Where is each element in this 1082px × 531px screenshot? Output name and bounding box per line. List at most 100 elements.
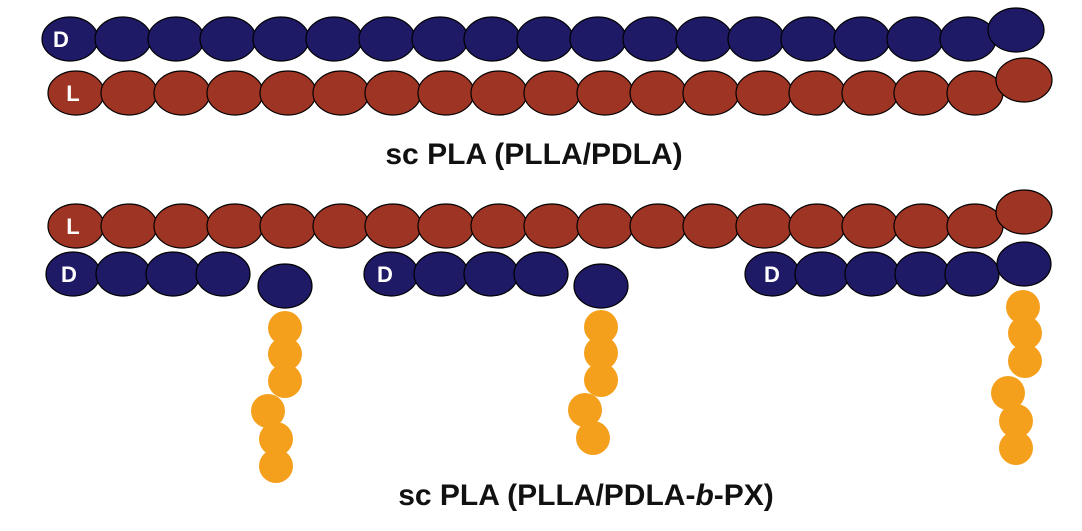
d-unit [145, 251, 201, 297]
l-unit [364, 70, 422, 116]
l-unit [841, 70, 899, 116]
d-unit [513, 251, 569, 297]
l-unit [629, 70, 687, 116]
d-unit-junction [996, 241, 1052, 287]
px-blocks [251, 290, 1042, 483]
d-unit [463, 16, 521, 62]
l-unit [312, 70, 370, 116]
px-unit [1006, 290, 1040, 324]
d-unit [569, 16, 627, 62]
l-unit [576, 203, 634, 249]
l-unit [417, 203, 475, 249]
d-unit [252, 16, 310, 62]
d-unit-junction [257, 263, 313, 309]
d-unit [622, 16, 680, 62]
px-unit [1008, 344, 1042, 378]
d-unit [844, 251, 900, 297]
l-end-label: L [66, 81, 79, 106]
d-unit [944, 251, 1000, 297]
l-unit [946, 70, 1004, 116]
l-unit [206, 70, 264, 116]
px-unit [259, 422, 293, 456]
l-unit [206, 203, 264, 249]
l-unit [153, 203, 211, 249]
d-end-label: D [764, 262, 780, 287]
d-unit [199, 16, 257, 62]
d-unit [147, 16, 205, 62]
l-unit [100, 203, 158, 249]
l-unit-end [995, 189, 1053, 235]
top-caption: sc PLA (PLLA/PDLA) [385, 138, 682, 171]
l-unit [470, 203, 528, 249]
l-unit [629, 203, 687, 249]
d-unit [833, 16, 891, 62]
px-unit [991, 376, 1025, 410]
l-unit [841, 203, 899, 249]
l-unit [259, 70, 317, 116]
px-unit [999, 431, 1033, 465]
d-end-label: D [53, 27, 69, 52]
px-unit [268, 337, 302, 371]
l-unit [893, 203, 951, 249]
d-end-label: D [377, 262, 393, 287]
l-unit [946, 203, 1004, 249]
l-unit [259, 203, 317, 249]
bottom-plla-chain: L [47, 189, 1053, 249]
l-unit [100, 70, 158, 116]
l-unit [735, 70, 793, 116]
d-unit [780, 16, 838, 62]
d-unit [305, 16, 363, 62]
l-unit [682, 203, 740, 249]
l-unit [312, 203, 370, 249]
d-unit [413, 251, 469, 297]
l-unit-end [995, 57, 1053, 103]
px-unit [259, 449, 293, 483]
d-unit [894, 251, 950, 297]
bottom-caption-prefix: sc PLA (PLLA/PDLA- [398, 479, 695, 512]
px-unit [1008, 316, 1042, 350]
l-unit [523, 203, 581, 249]
d-end-label: D [61, 262, 77, 287]
l-unit [735, 203, 793, 249]
l-unit [364, 203, 422, 249]
l-unit [788, 203, 846, 249]
l-unit [682, 70, 740, 116]
top-plla-chain: L [47, 57, 1053, 116]
l-unit [417, 70, 475, 116]
px-unit [268, 311, 302, 345]
px-unit [584, 336, 618, 370]
d-unit [358, 16, 416, 62]
d-unit [463, 251, 519, 297]
top-pdla-chain: D [41, 7, 1045, 62]
bottom-caption-suffix: -PX) [714, 479, 774, 512]
px-unit [584, 310, 618, 344]
px-unit [576, 421, 610, 455]
l-unit [576, 70, 634, 116]
d-unit [411, 16, 469, 62]
d-unit [516, 16, 574, 62]
d-unit [939, 16, 997, 62]
d-unit-end [987, 7, 1045, 53]
d-unit [195, 251, 251, 297]
d-unit [95, 251, 151, 297]
px-unit [999, 404, 1033, 438]
l-unit [893, 70, 951, 116]
d-unit [94, 16, 152, 62]
bottom-caption: sc PLA (PLLA/PDLA-b-PX) [398, 479, 774, 512]
d-unit [675, 16, 733, 62]
d-unit [41, 16, 99, 62]
d-unit [727, 16, 785, 62]
l-unit [523, 70, 581, 116]
px-unit [584, 363, 618, 397]
px-unit [251, 394, 285, 428]
d-unit [794, 251, 850, 297]
l-unit [788, 70, 846, 116]
bottom-caption-italic: b [695, 479, 713, 512]
l-end-label: L [66, 214, 79, 239]
px-unit [568, 393, 602, 427]
px-unit [268, 364, 302, 398]
d-unit-junction [573, 263, 629, 309]
d-unit [886, 16, 944, 62]
